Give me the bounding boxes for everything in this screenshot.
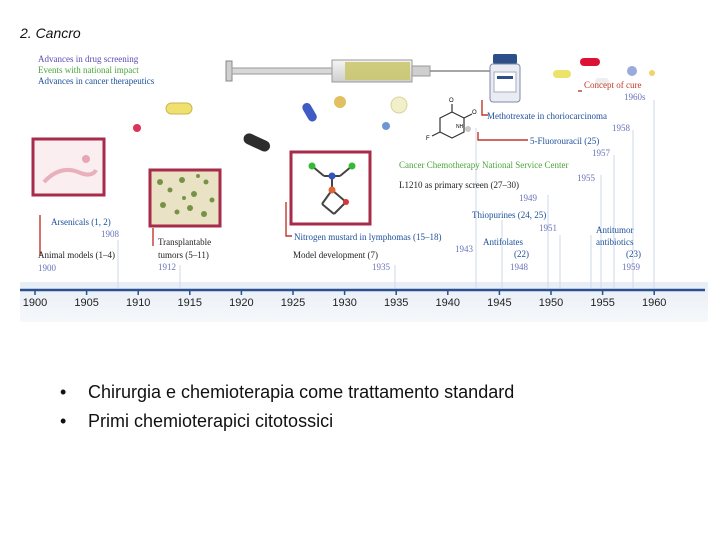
svg-text:NH: NH [456,124,464,130]
svg-text:(23): (23) [626,249,641,259]
molecule-image [289,150,372,226]
event-arsenicals: Arsenicals (1, 2) 1908 [51,217,120,239]
pills-icon [133,58,655,152]
event-thiopurines: Thiopurines (24, 25) 1951 [472,210,557,233]
svg-text:tumors (5–11): tumors (5–11) [158,250,209,260]
svg-text:Antifolates: Antifolates [483,237,523,247]
axis-tick-label: 1930 [332,297,356,309]
svg-text:Nitrogen mustard in lymphomas: Nitrogen mustard in lymphomas (15–18) [294,232,441,242]
event-transplantable-tumors: Transplantable tumors (5–11) 1912 [158,237,211,272]
axis-tick-label: 1950 [539,297,563,309]
axis-tick-label: 1935 [384,297,408,309]
svg-text:1935: 1935 [372,262,391,272]
svg-text:Model development (7): Model development (7) [293,250,378,260]
event-fluorouracil: 5-Fluorouracil (25) 1957 [530,136,611,158]
event-l1210: L1210 as primary screen (27–30) 1949 [399,180,538,203]
svg-text:(22): (22) [514,249,529,259]
bullet-item: Primi chemioterapici citotossici [58,407,514,436]
bullet-item: Chirurgia e chemioterapia come trattamen… [58,378,514,407]
svg-text:Thiopurines (24, 25): Thiopurines (24, 25) [472,210,546,220]
legend-screening: Advances in drug screening [38,54,139,64]
connector-lines [39,90,582,256]
tumor-tissue-image [148,168,222,228]
svg-text:1960s: 1960s [624,92,646,102]
event-antitumor-antibiotics: Antitumor antibiotics (23) 1959 [596,225,641,272]
event-concept-of-cure: Concept of cure 1960s [584,80,646,102]
event-animal-models: Animal models (1–4) 1900 [38,250,115,273]
svg-text:1943: 1943 [455,244,474,254]
svg-text:O: O [472,110,477,116]
guide-lines [117,100,655,288]
svg-text:1958: 1958 [612,123,631,133]
axis-tick-label: 1960 [642,297,666,309]
axis-tick-label: 1925 [281,297,305,309]
svg-text:1951: 1951 [539,223,557,233]
timeline-diagram: O O F NH 1900 1905 1910 1915 1920 1925 1930 193… [20,54,708,322]
syringe-icon [225,59,492,83]
svg-text:O: O [449,98,454,104]
svg-text:L1210 as primary screen (27–30: L1210 as primary screen (27–30) [399,180,519,190]
timeline-axis-band [20,282,708,322]
axis-tick-label: 1910 [126,297,150,309]
bullet-list: Chirurgia e chemioterapia come trattamen… [58,378,514,436]
svg-text:5-Fluorouracil (25): 5-Fluorouracil (25) [530,136,599,146]
svg-text:Transplantable: Transplantable [158,237,211,247]
axis-tick-label: 1920 [229,297,253,309]
animal-model-image [31,137,106,197]
axis-tick-label: 1940 [436,297,460,309]
svg-text:Concept of cure: Concept of cure [584,80,641,90]
svg-text:1912: 1912 [158,262,176,272]
axis-tick-label: 1915 [178,297,202,309]
svg-text:1959: 1959 [622,262,641,272]
svg-text:Antitumor: Antitumor [596,225,634,235]
chemical-structure-image: O O F NH [426,98,477,142]
svg-text:Cancer Chemotherapy National S: Cancer Chemotherapy National Service Cen… [399,160,568,170]
legend: Advances in drug screening Events with n… [38,54,154,87]
svg-text:1949: 1949 [519,193,538,203]
event-model-development: Model development (7) 1935 [293,250,391,272]
axis-ticks: 1900 1905 1910 1915 1920 1925 1930 1935 1940 1945… [23,290,666,309]
svg-text:1957: 1957 [592,148,611,158]
legend-national: Events with national impact [38,65,139,75]
axis-tick-label: 1955 [590,297,614,309]
svg-text:antibiotics: antibiotics [596,237,634,247]
svg-text:1955: 1955 [577,173,596,183]
vial-icon [489,54,521,103]
event-methotrexate: Methotrexate in choriocarcinoma 1958 [487,111,631,133]
svg-text:F: F [426,136,430,142]
svg-text:1948: 1948 [510,262,529,272]
event-ccnsc: Cancer Chemotherapy National Service Cen… [399,160,596,183]
svg-text:1908: 1908 [101,229,120,239]
event-nitrogen-mustard: Nitrogen mustard in lymphomas (15–18) 19… [294,232,474,254]
axis-tick-label: 1945 [487,297,511,309]
slide-title: 2. Cancro [20,25,81,41]
axis-tick-label: 1900 [23,297,47,309]
legend-therapeutics: Advances in cancer therapeutics [38,76,155,86]
svg-text:1900: 1900 [38,263,57,273]
svg-text:Methotrexate in choriocarcinom: Methotrexate in choriocarcinoma [487,111,607,121]
event-antifolates: Antifolates (22) 1948 [483,237,529,272]
axis-tick-label: 1905 [74,297,98,309]
svg-text:Animal models (1–4): Animal models (1–4) [38,250,115,260]
svg-text:Arsenicals (1, 2): Arsenicals (1, 2) [51,217,111,227]
